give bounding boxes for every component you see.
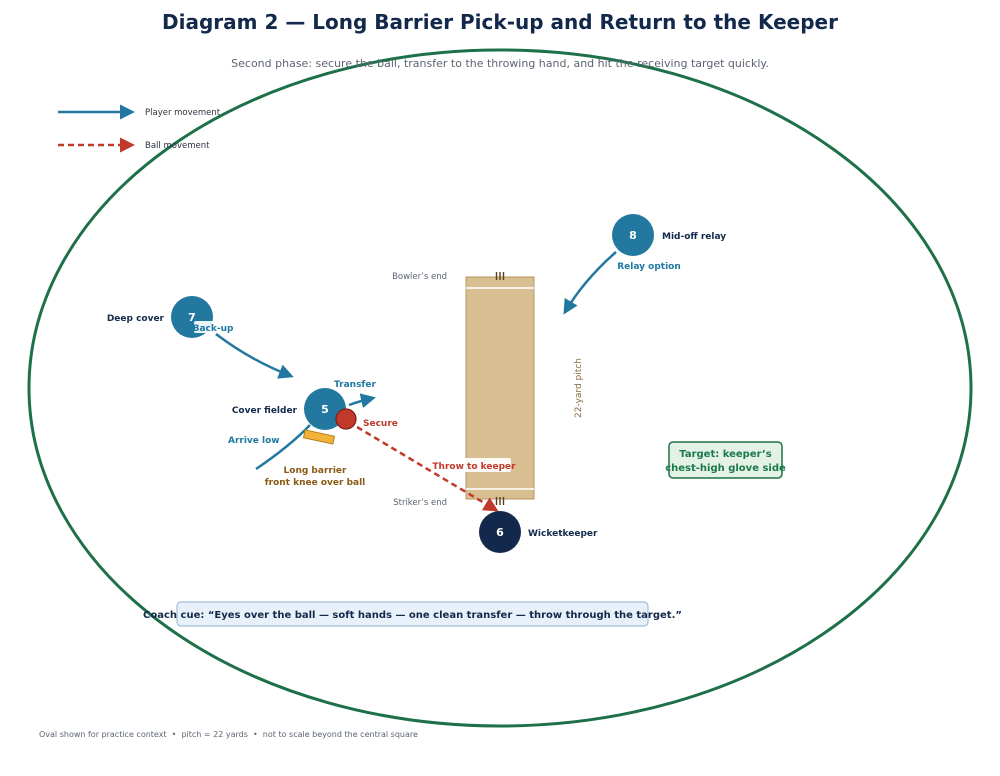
legend-ball-movement-label: Ball movement: [145, 141, 210, 151]
cover-fielder-arrive-label: Arrive low: [228, 436, 280, 446]
legend: Player movement Ball movement: [58, 104, 221, 153]
player-wicketkeeper-number: 6: [496, 526, 504, 539]
page-title: Diagram 2 — Long Barrier Pick-up and Ret…: [162, 10, 838, 34]
pitch: Bowler’s end Striker’s end 22-yard pitch: [392, 272, 584, 508]
target-line2: chest-high glove side: [665, 463, 786, 474]
player-wicketkeeper: 6 Wicketkeeper: [479, 511, 598, 553]
footnote: Oval shown for practice context • pitch …: [39, 730, 418, 739]
mid-off-relay-label: Relay option: [617, 262, 681, 272]
throw-label-bg: [437, 458, 511, 472]
player-wicketkeeper-marker: [479, 511, 521, 553]
long-barrier-label-line1: Long barrier: [284, 466, 347, 476]
player-wicketkeeper-name: Wicketkeeper: [528, 529, 598, 539]
coach-cue-box: [176, 601, 649, 627]
deep-cover-backup-label: Back-up: [193, 324, 234, 334]
ball-marker: [335, 408, 357, 430]
pitch-length-label: 22-yard pitch: [574, 358, 584, 418]
strikers-end-label: Striker’s end: [393, 498, 447, 508]
player-mid-off: 8 Mid-off relay Relay option: [612, 214, 726, 272]
target-callout: Target: keeper’s chest-high glove side: [665, 441, 786, 479]
player-mid-off-number: 8: [629, 229, 637, 242]
mid-off-relay-arrow: [563, 251, 617, 315]
bowlers-end-label: Bowler’s end: [392, 272, 447, 282]
ball-secure-label: Secure: [363, 419, 398, 429]
player-cover-fielder-name: Cover fielder: [232, 406, 298, 416]
player-deep-cover: 7 Deep cover Back-up: [107, 296, 234, 338]
cover-fielder-transfer-arrow: [348, 393, 376, 409]
target-line1: Target: keeper’s: [679, 449, 771, 460]
cover-fielder-arrive-arrow: [255, 424, 311, 471]
page-subtitle: Second phase: secure the ball, transfer …: [231, 57, 769, 70]
bowlers-end-stumps: [495, 272, 505, 280]
player-cover-fielder-number: 5: [321, 403, 329, 416]
throw-to-keeper-arrow: [356, 425, 499, 512]
target-callout-box: [668, 441, 783, 479]
legend-player-movement-label: Player movement: [145, 108, 221, 118]
coach-cue-text: Coach cue: “Eyes over the ball — soft ha…: [143, 610, 682, 621]
coach-cue-callout: Coach cue: “Eyes over the ball — soft ha…: [143, 601, 682, 627]
field-boundary: [27, 48, 973, 728]
deep-cover-backup-arrow: [215, 333, 294, 379]
throw-to-keeper-label: Throw to keeper: [432, 462, 516, 472]
player-deep-cover-number: 7: [188, 311, 196, 324]
long-barrier-label-line2: front knee over ball: [265, 478, 366, 488]
player-mid-off-marker: [612, 214, 654, 256]
player-mid-off-name: Mid-off relay: [662, 232, 726, 242]
backup-label-bg: [194, 321, 232, 333]
long-barrier-pad: [302, 429, 336, 445]
cover-fielder-transfer-label: Transfer: [334, 380, 376, 390]
player-deep-cover-name: Deep cover: [107, 314, 165, 324]
